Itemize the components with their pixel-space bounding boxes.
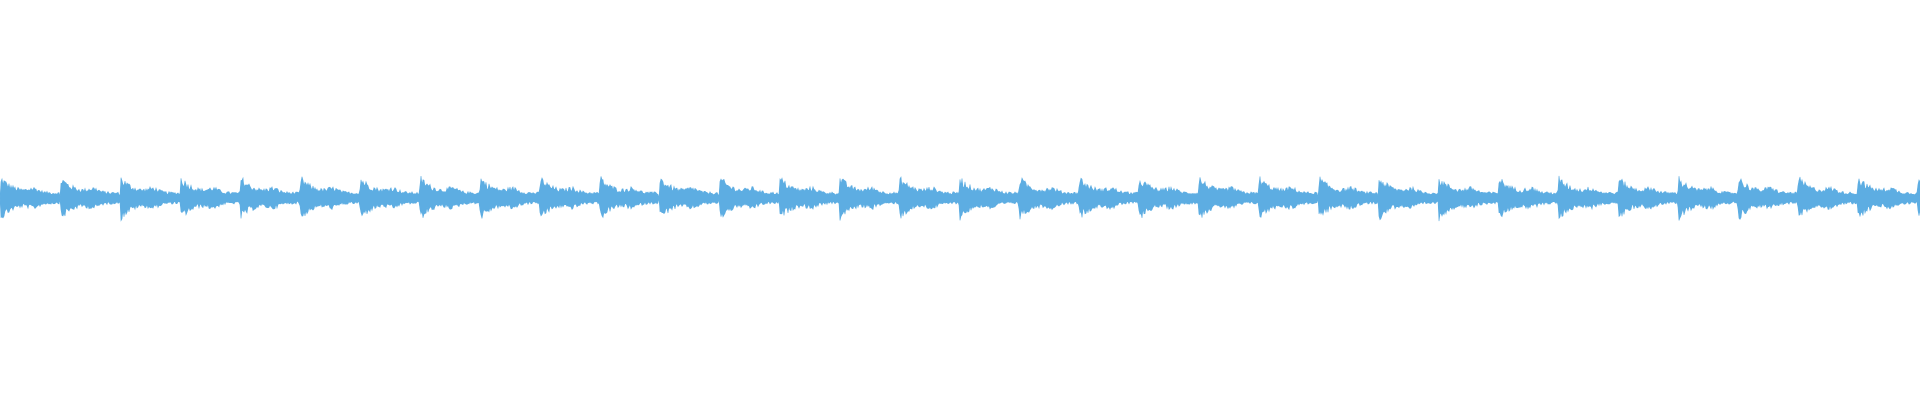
waveform-path — [0, 175, 1920, 222]
